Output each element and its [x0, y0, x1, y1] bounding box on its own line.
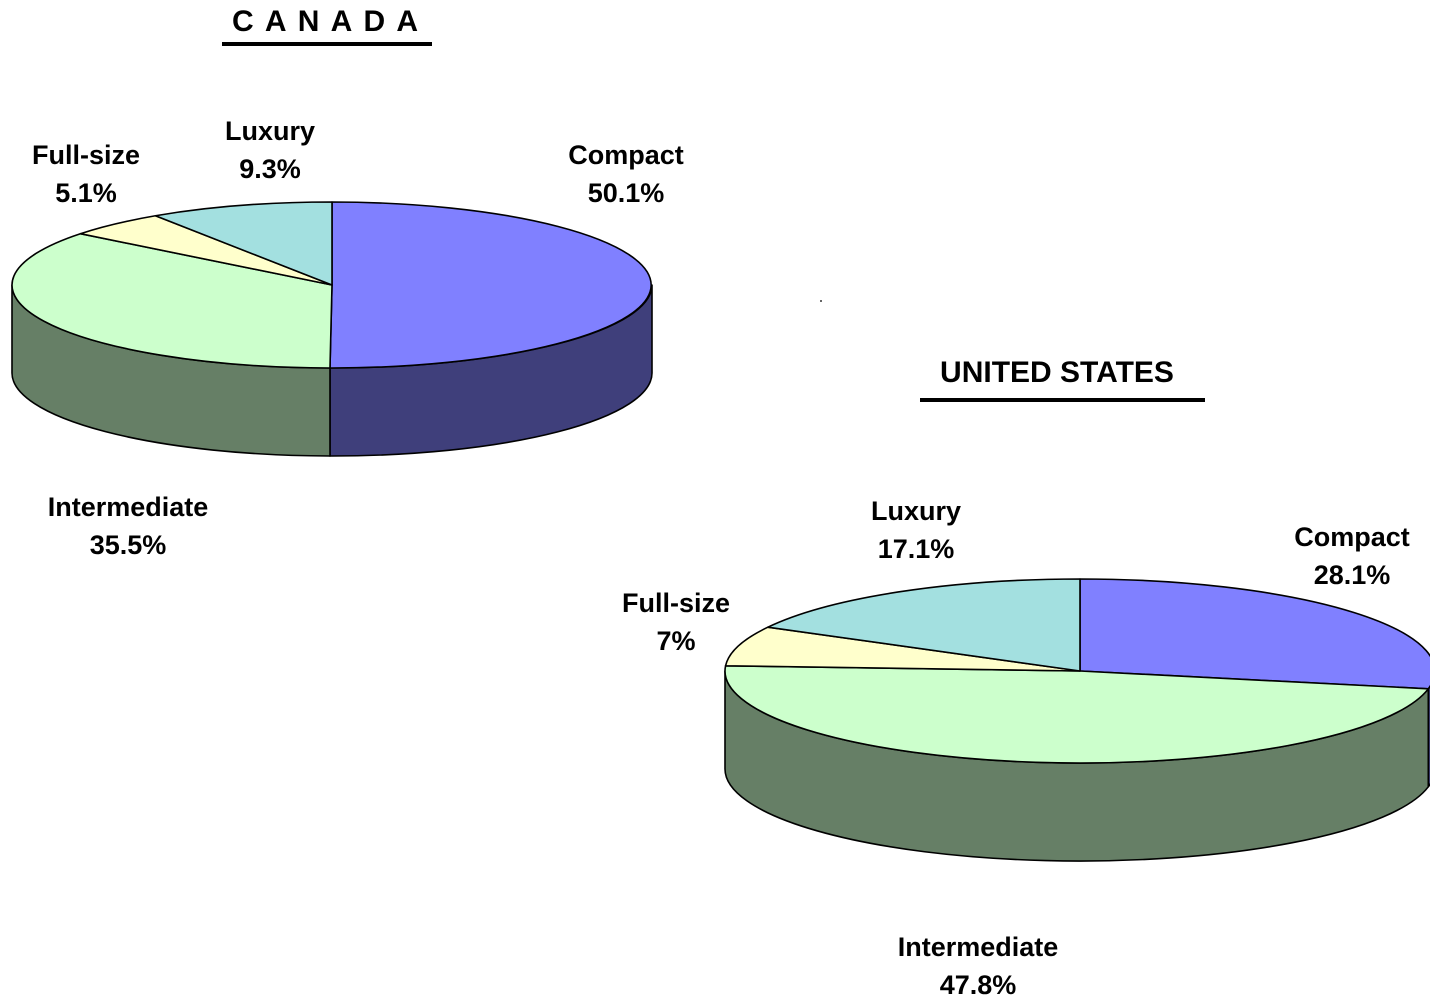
canada-label-compact-value: 50.1% [587, 178, 665, 208]
canada-label-luxury-name: Luxury [224, 116, 316, 146]
canada-label-compact-name: Compact [568, 140, 684, 170]
canada-label-fullsize-value: 5.1% [55, 178, 117, 208]
canada-label-luxury-value: 9.3% [239, 154, 301, 184]
us-label-intermediate-name: Intermediate [897, 932, 1059, 962]
canada-label-intermediate: Intermediate 35.5% [48, 488, 209, 564]
us-label-fullsize-name: Full-size [621, 588, 731, 618]
canada-slice-compact [329, 201, 652, 369]
stray-mark [820, 300, 822, 302]
canada-label-fullsize-name: Full-size [31, 140, 141, 170]
us-label-intermediate: Intermediate 47.8% [898, 928, 1059, 1004]
us-label-intermediate-value: 47.8% [939, 970, 1017, 1000]
us-slice-full-size [724, 626, 1081, 672]
us-slice-compact [1079, 578, 1430, 690]
canada-label-intermediate-name: Intermediate [47, 492, 209, 522]
us-label-fullsize-value: 7% [656, 626, 696, 656]
us-slice-luxury [767, 578, 1081, 672]
canada-label-fullsize: Full-size 5.1% [32, 136, 140, 212]
us-label-compact-value: 28.1% [1313, 560, 1391, 590]
canada-chart-title: C A N A D A [231, 5, 421, 38]
canada-label-intermediate-value: 35.5% [89, 530, 167, 560]
us-pie [724, 578, 1430, 862]
canada-label-luxury: Luxury 9.3% [225, 112, 315, 188]
us-label-luxury-value: 17.1% [877, 534, 955, 564]
canada-label-compact: Compact 50.1% [568, 136, 684, 212]
canada-pie [11, 201, 653, 457]
us-label-luxury-name: Luxury [870, 496, 962, 526]
us-chart-title: UNITED STATES [940, 356, 1174, 389]
us-label-luxury: Luxury 17.1% [871, 492, 961, 568]
us-slice-intermediate [724, 665, 1430, 764]
canada-title-underline [222, 42, 432, 46]
us-label-fullsize: Full-size 7% [622, 584, 730, 660]
us-label-compact: Compact 28.1% [1294, 518, 1410, 594]
canada-slice-intermediate [11, 232, 333, 369]
canada-slice-luxury [154, 201, 333, 286]
us-label-compact-name: Compact [1294, 522, 1410, 552]
us-title-underline [920, 398, 1205, 402]
